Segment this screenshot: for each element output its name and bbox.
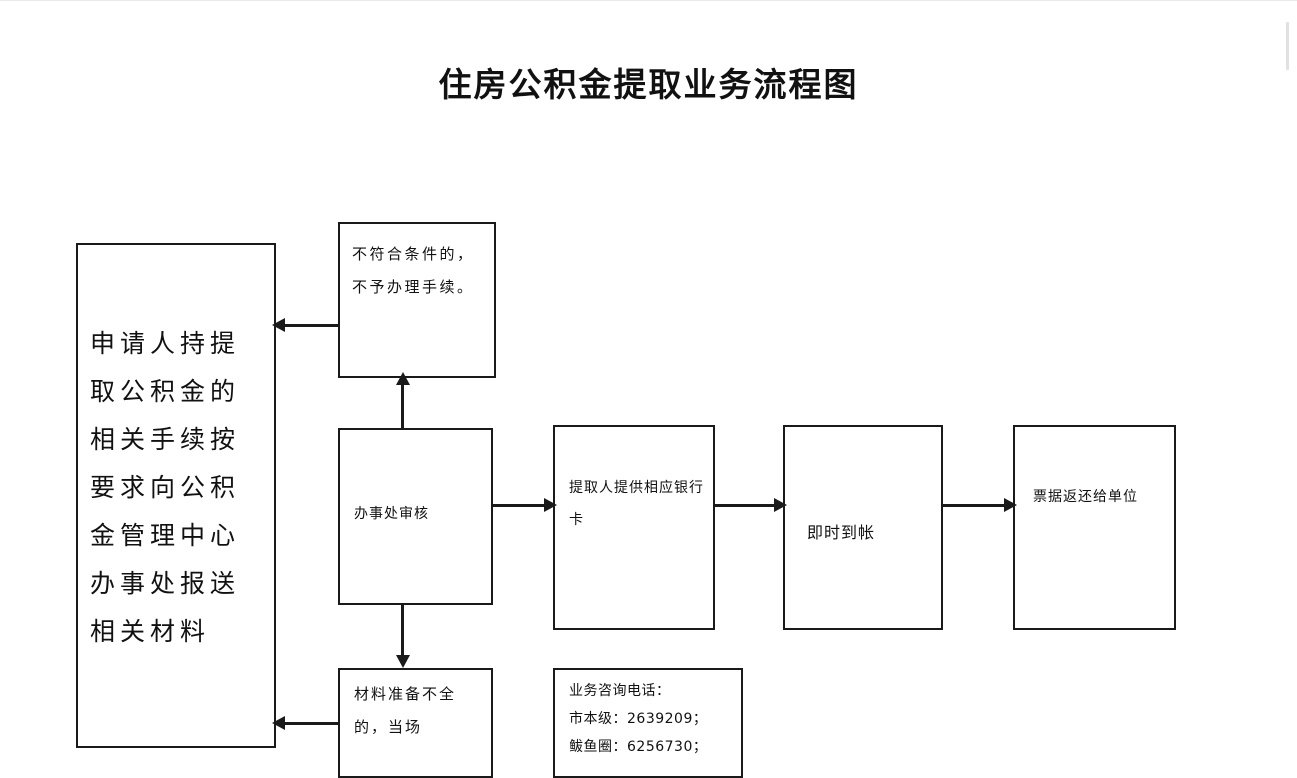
page-title: 住房公积金提取业务流程图: [438, 65, 859, 104]
arrow-right-icon: [774, 498, 787, 512]
edge-review-to-reject: [401, 382, 404, 430]
flow-node-applicant-label: 申请人持提取公积金的相关手续按要求向公积金管理中心办事处报送相关材料: [90, 329, 241, 646]
arrow-up-icon: [396, 372, 410, 385]
edge-review-to-bankcard: [491, 504, 555, 507]
edge-arrival-to-receipt: [941, 504, 1015, 507]
edge-incomplete-to-applicant: [276, 722, 340, 725]
flow-node-review: 办事处审核: [338, 428, 493, 605]
flow-node-incomplete-label: 材料准备不全的，当场: [354, 685, 457, 736]
flow-node-contact-info: 业务咨询电话： 市本级：2639209； 鲅鱼圈：6256730；: [553, 668, 743, 778]
flow-node-arrival-label: 即时到帐: [807, 523, 876, 542]
flow-node-receipt: 票据返还给单位: [1013, 425, 1176, 630]
arrow-right-icon: [544, 498, 557, 512]
arrow-left-icon: [272, 716, 285, 730]
edge-review-to-incomplete: [401, 605, 404, 657]
flow-node-contact-info-label: 业务咨询电话： 市本级：2639209； 鲅鱼圈：6256730；: [569, 683, 708, 755]
edge-reject-to-applicant: [276, 324, 340, 327]
flow-node-incomplete: 材料准备不全的，当场: [338, 668, 493, 778]
scrollbar-thumb[interactable]: [1286, 22, 1289, 70]
arrow-right-icon: [1004, 498, 1017, 512]
flow-node-arrival: 即时到帐: [783, 425, 943, 630]
page-top-rule: [0, 0, 1297, 4]
edge-bankcard-to-arrival: [713, 504, 785, 507]
flow-node-bankcard: 提取人提供相应银行卡: [553, 425, 715, 630]
arrow-down-icon: [396, 655, 410, 668]
flow-node-bankcard-label: 提取人提供相应银行卡: [569, 480, 704, 528]
flow-node-receipt-label: 票据返还给单位: [1033, 489, 1138, 505]
arrow-left-icon: [272, 318, 285, 332]
flow-node-reject: 不符合条件的，不予办理手续。: [338, 222, 496, 378]
flow-node-reject-label: 不符合条件的，不予办理手续。: [352, 245, 475, 296]
flow-node-review-label: 办事处审核: [354, 506, 429, 522]
flow-node-applicant: 申请人持提取公积金的相关手续按要求向公积金管理中心办事处报送相关材料: [76, 243, 276, 748]
